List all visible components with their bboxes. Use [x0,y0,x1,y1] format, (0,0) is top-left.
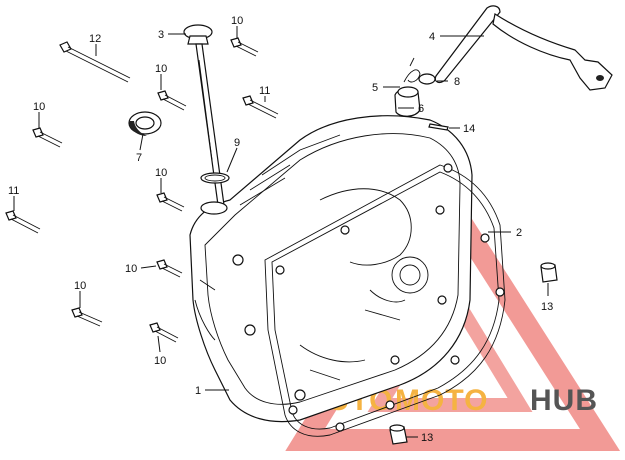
callout-13-bottom: 13 [421,432,433,444]
part-10-bolt-b [157,90,187,111]
callout-8: 8 [454,76,460,88]
callout-6: 6 [418,103,424,115]
callout-7: 7 [136,152,142,164]
callout-14: 14 [463,123,475,135]
part-10-bolt-d [156,192,185,212]
callout-11-upper: 11 [259,85,270,97]
callout-10-bottom: 10 [154,355,166,367]
part-5-spring [403,57,421,83]
part-1-crankcase-cover [189,115,473,423]
part-6-collar [394,86,421,117]
callout-10-center: 10 [125,263,137,275]
watermark-hub-text: HUB [530,384,598,417]
watermark-moto-text: MOTO [395,384,488,417]
callout-12: 12 [89,33,101,45]
part-10-bolt-e [156,259,183,278]
part-9-o-ring [200,172,230,184]
callout-10-lower-left: 10 [74,280,86,292]
callout-10-top: 10 [231,15,243,27]
part-13-dowel-pin-upper [540,262,558,283]
callout-2: 2 [516,227,522,239]
leader-lines [13,26,549,438]
part-10-bolt-c [32,127,63,148]
part-4-kick-start-lever [434,5,613,91]
callout-labels: 12 3 10 10 11 10 7 9 10 11 10 10 10 1 2 … [8,15,553,444]
filler-neck [200,201,228,215]
callout-10-mid: 10 [155,167,167,179]
callout-9: 9 [234,137,240,149]
part-10-bolt-f [71,307,103,327]
part-8-washer [418,73,436,85]
part-11-bolt-a [242,95,279,119]
part-14-pin [428,123,449,131]
callout-1: 1 [195,385,201,397]
callout-10-upper-mid: 10 [155,63,167,75]
part-13-dowel-pin-lower [389,424,408,445]
part-2-gasket [264,163,506,437]
callout-13-right: 13 [541,301,553,313]
callout-10-left: 10 [33,101,45,113]
part-12-long-bolt [59,41,131,83]
part-11-bolt-b [5,210,41,234]
part-10-bolt-a [230,37,259,57]
callout-5: 5 [372,82,378,94]
callout-11-left: 11 [8,185,19,197]
part-7-oil-seal [128,111,162,136]
part-10-bolt-g [149,322,179,343]
callout-3: 3 [158,29,164,41]
callout-4: 4 [429,31,435,43]
